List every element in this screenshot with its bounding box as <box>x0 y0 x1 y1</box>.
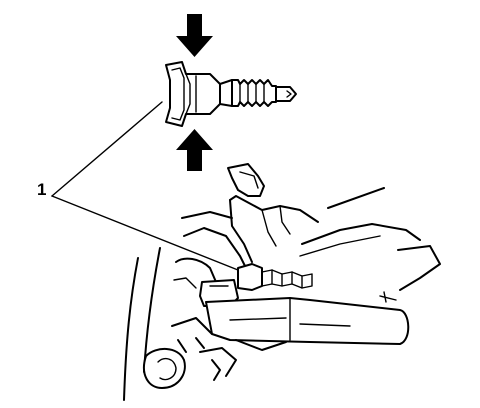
press-down-arrow-icon <box>176 14 213 57</box>
leader-lines <box>51 101 244 273</box>
press-up-arrow-icon <box>176 129 213 171</box>
callout-label-1: 1 <box>37 180 47 199</box>
connector-detail <box>165 61 297 127</box>
engine-assembly <box>123 163 441 401</box>
